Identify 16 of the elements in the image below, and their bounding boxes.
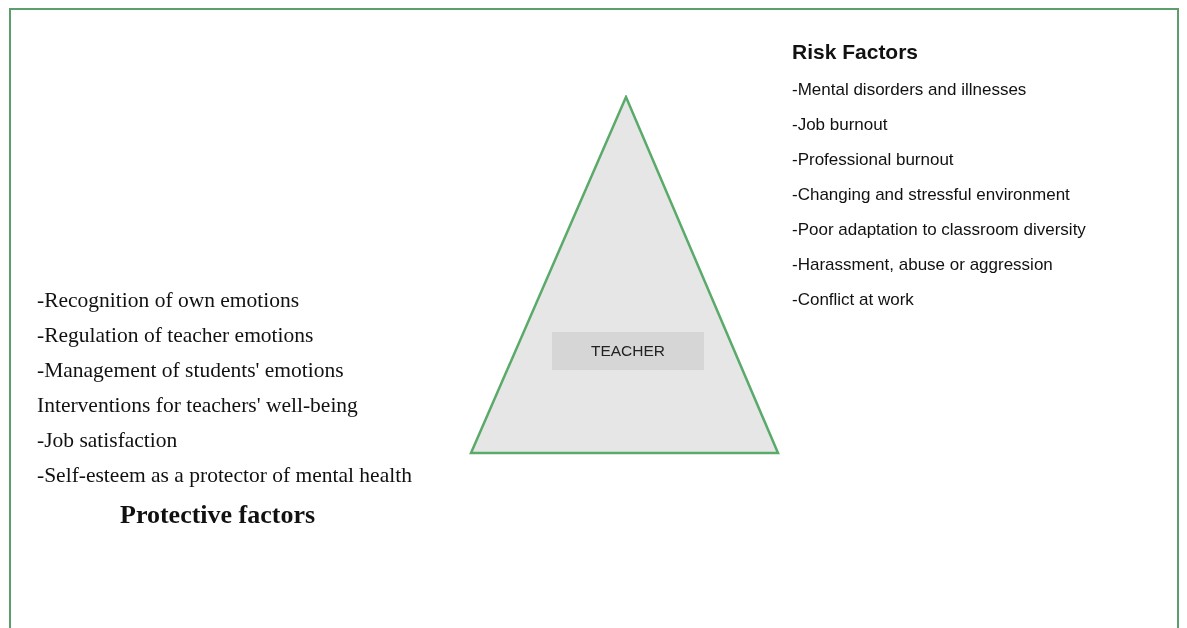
list-item: -Poor adaptation to classroom diversity xyxy=(792,219,1086,241)
list-item: Interventions for teachers' well-being xyxy=(37,392,358,419)
list-item: -Regulation of teacher emotions xyxy=(37,322,314,349)
teacher-box: TEACHER xyxy=(552,332,704,370)
section-heading: Protective factors xyxy=(119,499,316,531)
list-item: -Management of students' emotions xyxy=(37,357,344,384)
list-item: -Recognition of own emotions xyxy=(37,287,300,314)
list-item: -Job burnout xyxy=(792,114,888,136)
list-item: -Professional burnout xyxy=(792,149,954,171)
list-item: -Conflict at work xyxy=(792,289,914,311)
section-heading: Risk Factors xyxy=(792,39,919,65)
list-item: -Harassment, abuse or aggression xyxy=(792,254,1053,276)
list-item: -Job satisfaction xyxy=(37,427,178,454)
list-item: -Changing and stressful environment xyxy=(792,184,1070,206)
list-item: -Mental disorders and illnesses xyxy=(792,79,1027,101)
list-item: -Self-esteem as a protector of mental health xyxy=(37,462,412,489)
